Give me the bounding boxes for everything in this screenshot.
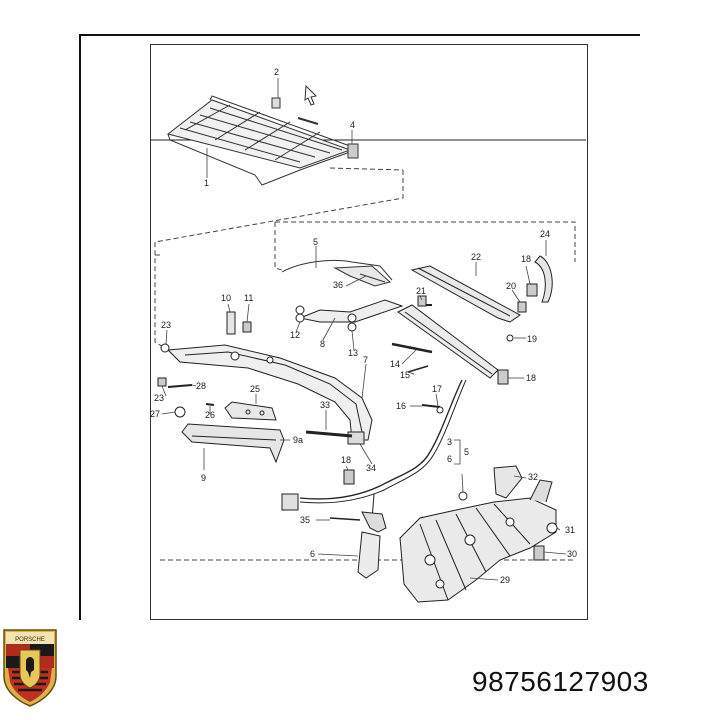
frame-top-rule [80,34,640,36]
callout-27: 27 [150,409,160,419]
callout-4: 4 [350,120,355,130]
callout-6: 6 [447,454,452,464]
callout-5: 5 [313,237,318,247]
callout-26: 26 [205,410,215,420]
assembly-guide-lines [154,167,576,561]
callout-21: 21 [416,286,426,296]
arm-part-8 [295,299,404,323]
callout-13: 13 [348,348,358,358]
leader-lines [161,78,567,581]
callout-10: 10 [221,293,231,303]
callout-23: 23 [161,320,171,330]
callout-23-b: 23 [154,393,164,403]
bolt-part-31a [458,491,468,501]
linkage-part-5 [281,259,393,287]
actuator-part-6 [329,511,387,579]
callout-3: 3 [447,437,452,447]
clip-part-34 [343,469,355,485]
callout-35: 35 [300,515,310,525]
callout-16: 16 [396,401,406,411]
callout-29: 29 [500,575,510,585]
callout-2: 2 [274,67,279,77]
callout-36: 36 [333,280,343,290]
callout-14: 14 [390,359,400,369]
callout-9a: 9a [293,435,303,445]
callout-11: 11 [244,293,253,303]
callout-34: 34 [366,463,376,473]
callout-12: 12 [290,330,300,340]
bracket-part-25 [224,401,277,421]
bracket-part-32 [493,465,523,499]
callout-25: 25 [250,384,260,394]
callout-33: 33 [320,400,330,410]
callout-labels: 2 4 1 5 36 22 24 18 20 10 11 21 12 8 13 … [150,67,577,585]
callout-18: 18 [521,254,531,264]
callout-22: 22 [471,252,481,262]
frame-left-rule [79,34,81,620]
strap-part-24 [517,255,553,313]
callout-28: 28 [196,381,206,391]
cable-part-3 [281,379,467,521]
porsche-crest-logo: PORSCHE [3,629,57,707]
callout-9: 9 [201,473,206,483]
callout-6-b: 6 [310,549,315,559]
part-number: 98756127903 [472,666,649,697]
fasteners-group [157,295,444,438]
callout-5-b: 5 [464,447,469,457]
callout-1: 1 [204,178,209,188]
callout-20: 20 [506,281,516,291]
callout-8: 8 [320,339,325,349]
main-arm-part-7 [166,344,373,445]
callout-15: 15 [400,370,410,380]
callout-18-c: 18 [341,455,351,465]
housing-part-29 [399,479,558,603]
callout-19: 19 [527,334,537,344]
callout-32: 32 [528,472,538,482]
callout-17: 17 [432,384,442,394]
callout-7: 7 [363,355,368,365]
seal-strip-part-9 [181,423,285,464]
arm-part-14 [391,304,514,385]
callout-31: 31 [565,525,575,535]
panel-part-22 [410,265,521,323]
roof-frame-part-1 [166,84,359,186]
callout-30: 30 [567,549,577,559]
callout-24: 24 [540,229,550,239]
callout-18-b: 18 [526,373,536,383]
crest-brand-text: PORSCHE [15,637,45,643]
